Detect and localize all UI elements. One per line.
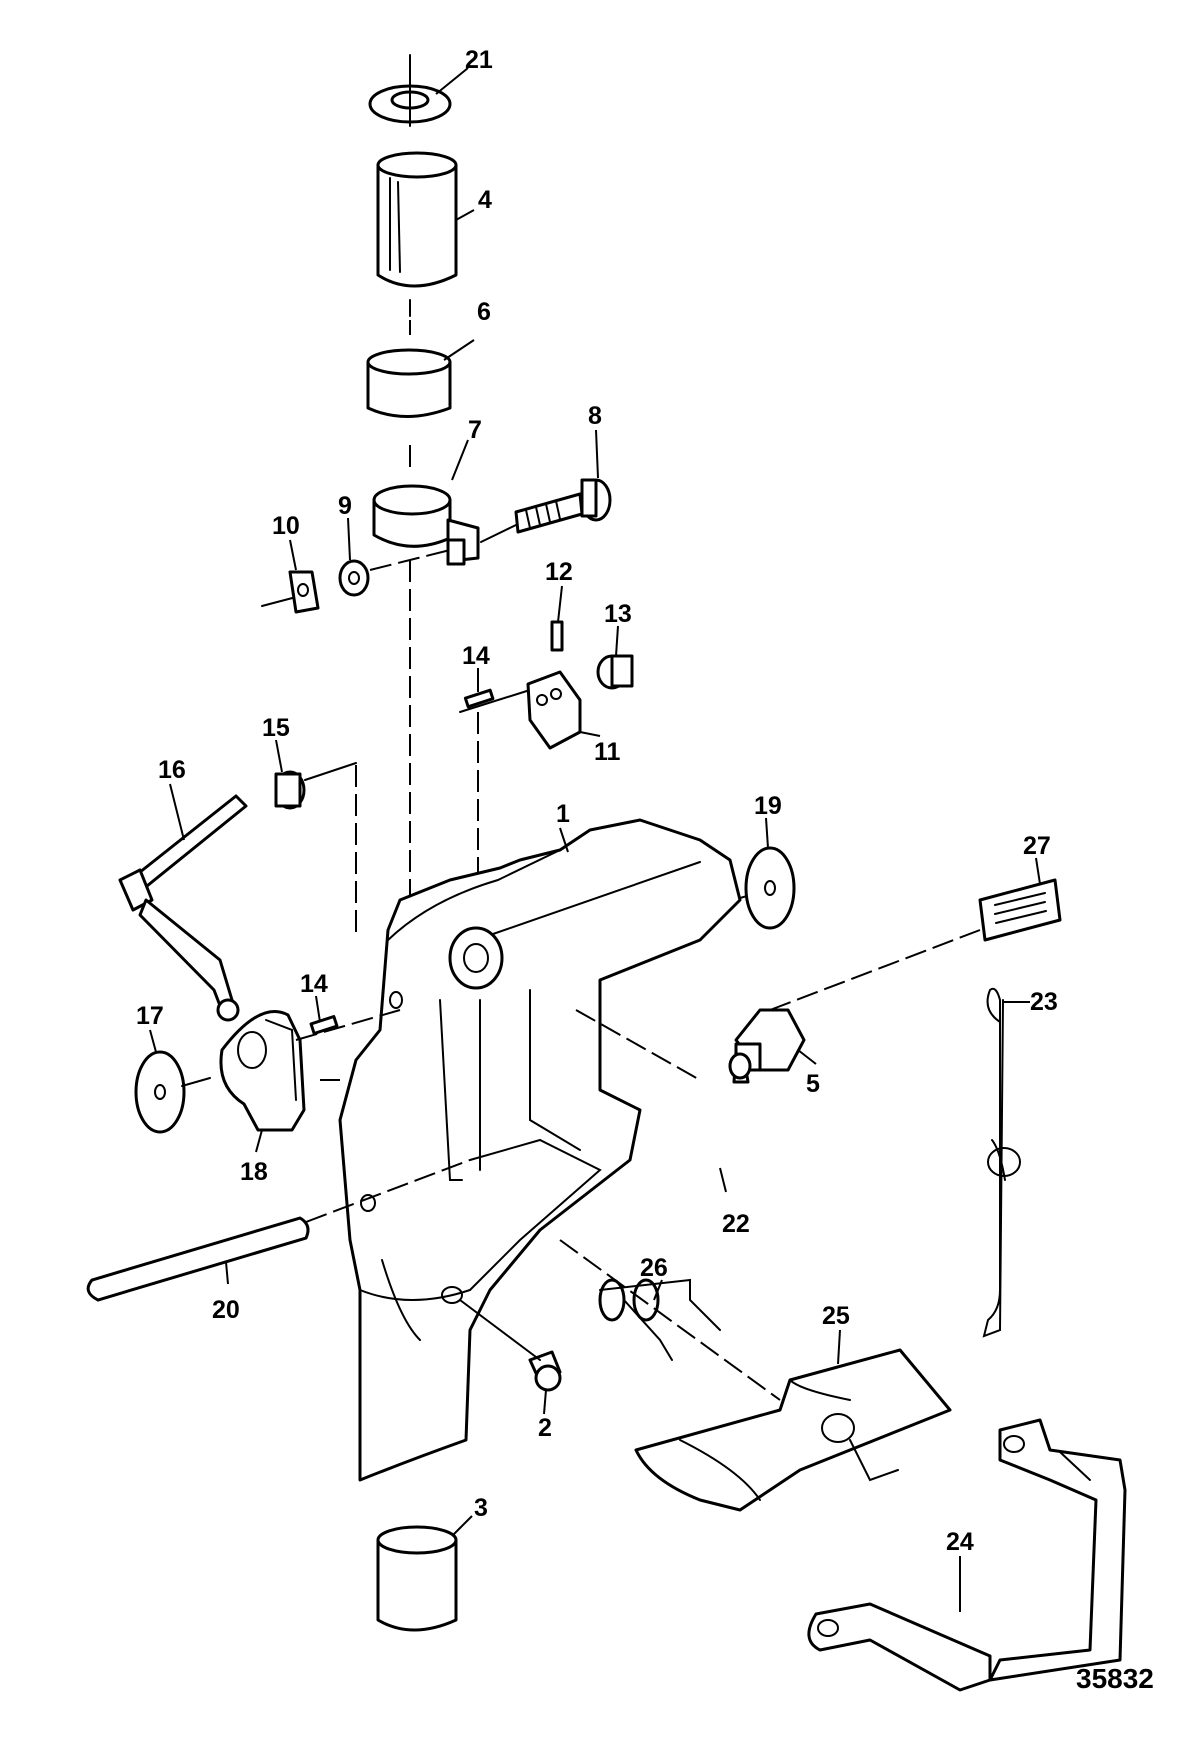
part-23-wire-spring (982, 987, 1021, 1338)
callout-15: 15 (262, 714, 290, 742)
part-3-bushing (376, 1525, 458, 1632)
callout-20: 20 (212, 1296, 240, 1324)
axis-line (575, 1009, 701, 1081)
callout-6: 6 (477, 298, 491, 326)
axis-line (369, 549, 451, 571)
part-6-bushing (366, 348, 452, 418)
part-2-grease-fitting (528, 1350, 562, 1392)
part-15-bushing (274, 770, 306, 810)
callout-17: 17 (136, 1002, 164, 1030)
part-16-lever (118, 794, 248, 1022)
axis-line (295, 1009, 401, 1041)
part-8-bolt (514, 478, 612, 534)
part-17-washer (134, 1050, 186, 1134)
callout-2: 2 (538, 1414, 552, 1442)
callout-24: 24 (946, 1528, 974, 1556)
part-12-pin (550, 620, 564, 652)
callout-22: 22 (722, 1210, 750, 1238)
callout-16: 16 (158, 756, 186, 784)
callout-14-lower: 14 (300, 970, 328, 998)
callout-1: 1 (556, 800, 570, 828)
axis-line (769, 929, 981, 1011)
part-14-pin-lower (309, 1015, 339, 1035)
part-25-pad (634, 1348, 952, 1512)
part-9-washer (338, 559, 370, 597)
part-5-pivot-bolt (728, 1008, 806, 1084)
callout-25: 25 (822, 1302, 850, 1330)
callout-13: 13 (604, 600, 632, 628)
part-18-tilt-lock (219, 1010, 306, 1132)
part-24-bracket (807, 1418, 1127, 1692)
part-4-sleeve (376, 151, 458, 288)
part-26-springs (598, 1278, 721, 1361)
axis-line (181, 1077, 211, 1087)
callout-18: 18 (240, 1158, 268, 1186)
axis-line (305, 1159, 471, 1223)
callout-4: 4 (478, 186, 492, 214)
callout-7: 7 (468, 416, 482, 444)
axis-line (304, 762, 357, 781)
callout-9: 9 (338, 492, 352, 520)
callout-labels: 21 4 6 7 8 9 10 12 13 14 11 15 16 1 19 2… (136, 46, 1058, 1556)
part-20-tilt-tube (86, 1216, 310, 1302)
axis-line (459, 1299, 541, 1361)
callout-11: 11 (594, 738, 621, 766)
part-1-swivel-bracket (338, 818, 742, 1482)
callout-3: 3 (474, 1494, 488, 1522)
callout-23: 23 (1030, 988, 1058, 1016)
callout-26: 26 (640, 1254, 668, 1282)
callout-5: 5 (806, 1070, 820, 1098)
figure-number: 35832 (1076, 1663, 1154, 1694)
part-11-block (526, 670, 582, 750)
part-7-clamp (372, 484, 480, 566)
axis-line (559, 1239, 781, 1401)
axis-line (480, 524, 517, 543)
callout-8: 8 (588, 402, 602, 430)
callout-19: 19 (754, 792, 782, 820)
axis-line (459, 689, 531, 713)
callout-21: 21 (465, 46, 493, 74)
callout-10: 10 (272, 512, 300, 540)
part-19-washer (744, 846, 796, 930)
leader-lines (149, 67, 1041, 1612)
callout-27: 27 (1023, 832, 1051, 860)
callout-14-upper: 14 (462, 642, 490, 670)
part-13-bushing (596, 654, 634, 690)
part-21-washer (368, 79, 452, 127)
part-10-square-nut (288, 570, 320, 614)
part-14-pin-upper (463, 688, 495, 709)
callout-12: 12 (545, 558, 573, 586)
part-27-decal (978, 878, 1062, 942)
